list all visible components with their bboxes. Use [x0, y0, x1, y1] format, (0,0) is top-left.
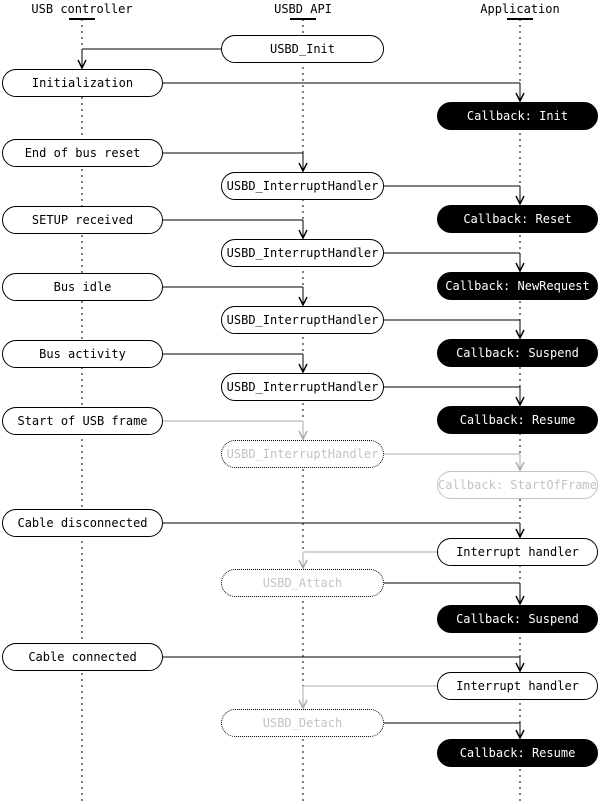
message-m8: [384, 319, 525, 340]
node-label-bus-idle: Bus idle: [53, 280, 112, 294]
message-m13: [163, 522, 525, 539]
message-m4: [384, 185, 525, 206]
message-arrowhead-m6: [515, 262, 525, 273]
message-m17: [298, 685, 437, 710]
message-arrowhead-m2: [515, 92, 525, 103]
node-usbd-attach[interactable]: USBD_Attach: [221, 569, 384, 597]
node-label-bus-activity: Bus activity: [39, 347, 126, 361]
node-cable-conn[interactable]: Cable connected: [2, 643, 163, 671]
message-arrowhead-m4: [515, 195, 525, 206]
node-end-of-bus-reset[interactable]: End of bus reset: [2, 139, 163, 167]
node-label-callback-resume2: Callback: Resume: [459, 746, 576, 760]
message-m2: [163, 82, 525, 103]
message-m18: [384, 722, 525, 740]
message-arrowhead-m16: [515, 662, 525, 673]
node-label-start-of-frame: Start of USB frame: [17, 414, 148, 428]
node-label-callback-newreq: Callback: NewRequest: [445, 279, 590, 293]
node-label-end-of-bus-reset: End of bus reset: [24, 146, 141, 160]
message-arrowhead-m9: [298, 363, 308, 374]
message-m15: [384, 582, 525, 606]
message-m1: [77, 48, 221, 70]
message-arrowhead-m8: [515, 329, 525, 340]
node-callback-init[interactable]: Callback: Init: [437, 102, 598, 130]
node-label-callback-init: Callback: Init: [466, 109, 569, 123]
node-start-of-frame[interactable]: Start of USB frame: [2, 407, 163, 435]
message-arrowhead-m5: [298, 229, 308, 240]
node-label-cable-conn: Cable connected: [28, 650, 137, 664]
message-arrowhead-m18: [515, 729, 525, 740]
node-label-callback-reset: Callback: Reset: [463, 212, 572, 226]
lifeline-label-usbd-api: USBD API: [274, 2, 332, 16]
node-label-irq-handler-2: USBD_InterruptHandler: [226, 246, 379, 260]
message-arrowhead-m15: [515, 595, 525, 606]
lifeline-label-usb-controller: USB controller: [31, 2, 133, 16]
node-callback-newreq[interactable]: Callback: NewRequest: [437, 272, 598, 300]
node-label-callback-suspend: Callback: Suspend: [456, 346, 579, 360]
message-m9: [163, 353, 308, 374]
node-label-irq-handler-5: USBD_InterruptHandler: [226, 447, 379, 461]
node-initialization[interactable]: Initialization: [2, 69, 163, 97]
node-callback-reset[interactable]: Callback: Reset: [437, 205, 598, 233]
node-label-usbd-attach: USBD_Attach: [262, 576, 343, 590]
message-arrowhead-m14: [298, 559, 308, 570]
message-arrowhead-m11: [298, 430, 308, 441]
node-label-irq-handler-3: USBD_InterruptHandler: [226, 313, 379, 327]
node-callback-sof[interactable]: Callback: StartOfFrame: [437, 471, 598, 499]
message-arrowhead-m7: [298, 296, 308, 307]
message-arrowhead-m3: [298, 162, 308, 173]
node-usbd-init[interactable]: USBD_Init: [221, 35, 384, 63]
node-bus-idle[interactable]: Bus idle: [2, 273, 163, 301]
node-callback-resume[interactable]: Callback: Resume: [437, 406, 598, 434]
node-irq-handler-5[interactable]: USBD_InterruptHandler: [221, 440, 384, 468]
message-arrowhead-m1: [77, 59, 87, 70]
message-m5: [163, 219, 308, 240]
message-m12: [384, 453, 525, 472]
message-arrowhead-m12: [515, 461, 525, 472]
message-m7: [163, 286, 308, 307]
node-int-handler-2[interactable]: Interrupt handler: [437, 672, 598, 700]
node-label-int-handler-2: Interrupt handler: [456, 679, 579, 693]
node-label-callback-suspend2: Callback: Suspend: [456, 612, 579, 626]
node-irq-handler-2[interactable]: USBD_InterruptHandler: [221, 239, 384, 267]
node-label-setup-received: SETUP received: [31, 213, 134, 227]
message-m6: [384, 252, 525, 273]
node-label-irq-handler-1: USBD_InterruptHandler: [226, 179, 379, 193]
node-label-usbd-detach: USBD_Detach: [262, 716, 343, 730]
node-label-initialization: Initialization: [31, 76, 134, 90]
node-callback-suspend[interactable]: Callback: Suspend: [437, 339, 598, 367]
node-label-callback-sof: Callback: StartOfFrame: [438, 478, 597, 492]
message-arrowhead-m13: [515, 528, 525, 539]
node-label-callback-resume: Callback: Resume: [459, 413, 576, 427]
node-int-handler-1[interactable]: Interrupt handler: [437, 538, 598, 566]
message-m3: [163, 152, 308, 173]
node-callback-suspend2[interactable]: Callback: Suspend: [437, 605, 598, 633]
message-arrowhead-m17: [298, 699, 308, 710]
node-label-int-handler-1: Interrupt handler: [456, 545, 579, 559]
message-m16: [163, 656, 525, 673]
node-setup-received[interactable]: SETUP received: [2, 206, 163, 234]
node-irq-handler-3[interactable]: USBD_InterruptHandler: [221, 306, 384, 334]
node-callback-resume2[interactable]: Callback: Resume: [437, 739, 598, 767]
node-label-cable-disc: Cable disconnected: [17, 516, 148, 530]
message-m14: [298, 551, 437, 570]
node-label-usbd-init: USBD_Init: [269, 42, 336, 56]
lifeline-label-application: Application: [480, 2, 560, 16]
node-usbd-detach[interactable]: USBD_Detach: [221, 709, 384, 737]
message-m11: [163, 420, 308, 441]
node-label-irq-handler-4: USBD_InterruptHandler: [226, 380, 379, 394]
node-bus-activity[interactable]: Bus activity: [2, 340, 163, 368]
node-irq-handler-1[interactable]: USBD_InterruptHandler: [221, 172, 384, 200]
node-cable-disc[interactable]: Cable disconnected: [2, 509, 163, 537]
node-irq-handler-4[interactable]: USBD_InterruptHandler: [221, 373, 384, 401]
message-arrowhead-m10: [515, 396, 525, 407]
message-m10: [384, 386, 525, 407]
